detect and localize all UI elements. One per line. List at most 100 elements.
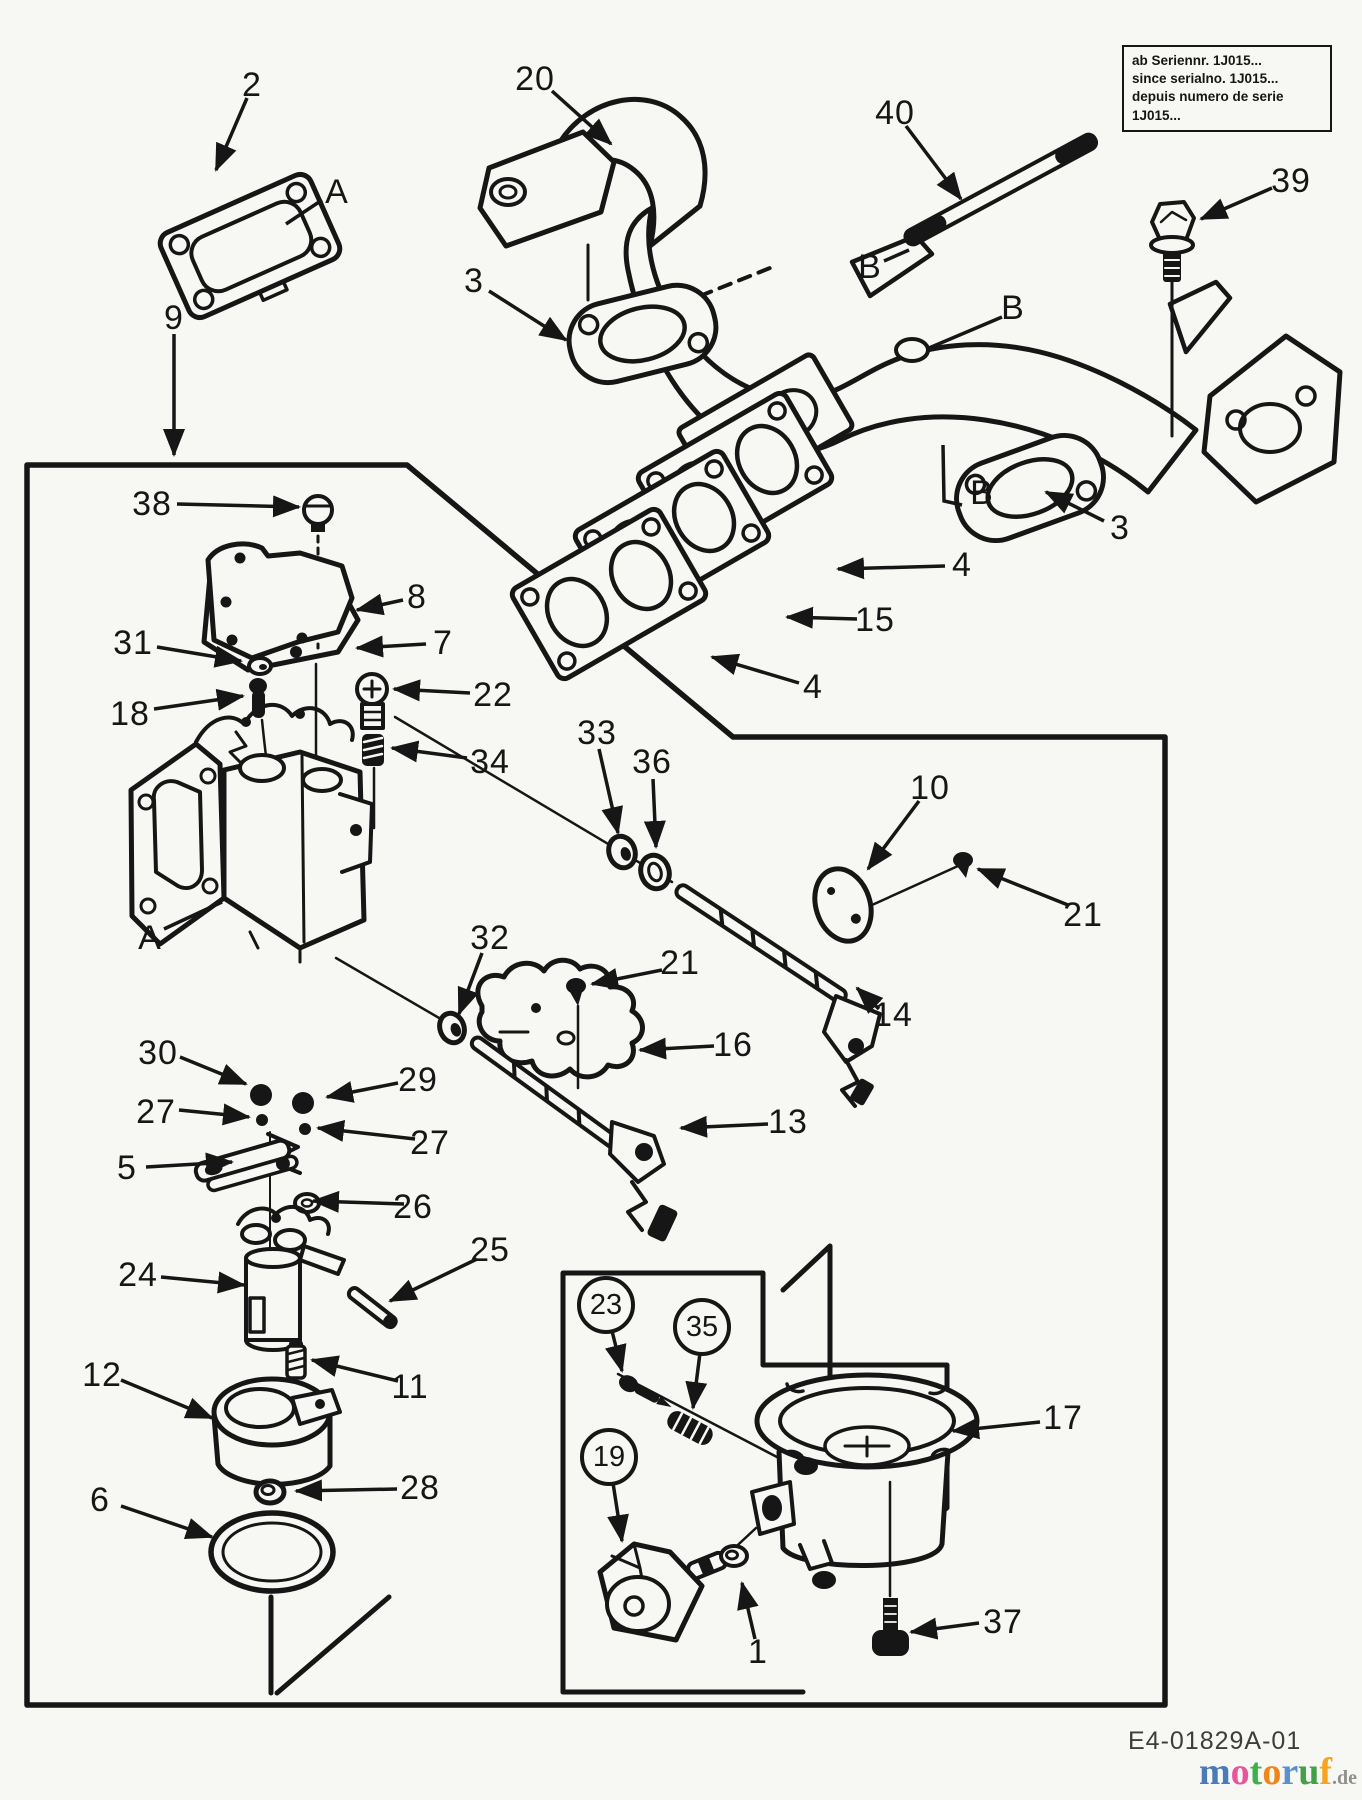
- oring-6-drawing: [208, 1510, 336, 1594]
- leader-line-1: [737, 1581, 759, 1640]
- callout-31: 31: [113, 624, 153, 662]
- throttle-plate-10-drawing: [812, 866, 874, 944]
- bolt-39-drawing: [1149, 200, 1196, 438]
- leader-line-15: [785, 606, 858, 629]
- leader-line-28: [294, 1479, 398, 1502]
- motoruf-logo-letters: motoruf: [1199, 1751, 1332, 1793]
- solenoid-19-drawing: [597, 1541, 728, 1643]
- leader-line-34: [390, 740, 468, 763]
- callout-30: 30: [138, 1034, 178, 1072]
- leader-line-21: [976, 867, 1069, 907]
- leader-line-3: [1044, 490, 1105, 523]
- callout-24: 24: [118, 1256, 158, 1294]
- leader-line-3: [488, 289, 568, 342]
- leader-line-40: [904, 124, 963, 201]
- leader-line-37: [909, 1617, 980, 1640]
- callout-20: 20: [515, 60, 555, 98]
- float-bowl-17-drawing: [724, 1372, 980, 1598]
- callout-B: B: [970, 474, 994, 512]
- leader-line-6: [120, 1504, 214, 1540]
- callout-8: 8: [407, 578, 427, 616]
- seal-33-drawing: [606, 833, 638, 871]
- leader-line-20: [550, 89, 613, 146]
- leader-line-36: [643, 778, 666, 849]
- logo-letter: r: [1281, 1751, 1299, 1793]
- leader-line-29: [325, 1081, 399, 1103]
- callout-6: 6: [90, 1481, 110, 1519]
- pointer-flag-top: [780, 1243, 833, 1433]
- callout-38: 38: [132, 485, 172, 523]
- stud-40-drawing: [903, 132, 1099, 247]
- callout-27: 27: [136, 1093, 176, 1131]
- callout-3: 3: [1110, 509, 1130, 547]
- leader-line-35: [685, 1352, 708, 1410]
- callout-25: 25: [470, 1231, 510, 1269]
- leader-line-B: [883, 248, 910, 263]
- leader-line-12: [120, 1378, 214, 1420]
- spring-35-drawing: [667, 1411, 713, 1445]
- callout-10: 10: [910, 769, 950, 807]
- leader-line-18: [153, 688, 245, 711]
- logo-letter: m: [1199, 1751, 1231, 1793]
- callout-A: A: [325, 173, 349, 211]
- callout-14: 14: [873, 996, 913, 1034]
- spring-34-drawing: [362, 734, 384, 830]
- leader-line-A: [163, 900, 223, 931]
- washer-27-left-drawing: [256, 1114, 268, 1126]
- leader-line-10: [866, 799, 921, 871]
- callout-35: 35: [673, 1298, 731, 1356]
- callout-27: 27: [410, 1124, 450, 1162]
- callout-18: 18: [110, 695, 150, 733]
- screw-21-right-drawing: [870, 852, 973, 907]
- leader-line-19: [607, 1482, 629, 1543]
- note-line-fr: depuis numero de serie 1J015...: [1132, 89, 1284, 123]
- leader-line-23: [605, 1330, 627, 1373]
- leader-line-16: [638, 1037, 715, 1060]
- leader-line-39: [1199, 186, 1273, 221]
- leader-line-B: [928, 315, 1003, 350]
- logo-letter: t: [1249, 1751, 1263, 1793]
- callout-4: 4: [803, 668, 823, 706]
- callout-21: 21: [660, 944, 700, 982]
- callout-28: 28: [400, 1469, 440, 1507]
- logo-letter: o: [1230, 1751, 1250, 1793]
- logo-letter: u: [1298, 1751, 1320, 1793]
- screw-22-drawing: [355, 672, 389, 730]
- callout-22: 22: [473, 676, 513, 714]
- callout-B: B: [858, 248, 882, 286]
- callout-36: 36: [632, 743, 672, 781]
- gasket-2-drawing: [157, 171, 343, 321]
- callout-13: 13: [768, 1103, 808, 1141]
- callout-12: 12: [82, 1356, 122, 1394]
- main-assembly-box: [24, 462, 1168, 1708]
- callout-3: 3: [464, 262, 484, 300]
- leader-line-7: [355, 635, 427, 658]
- callout-11: 11: [391, 1368, 429, 1406]
- callout-7: 7: [433, 624, 453, 662]
- leader-line-4: [710, 653, 800, 685]
- choke-shaft-13-drawing: [469, 1035, 678, 1242]
- motoruf-logo-suffix: .de: [1331, 1767, 1357, 1789]
- detail-inset-box: [560, 1270, 950, 1695]
- screw-21-mid-drawing: [566, 978, 586, 1090]
- diagram-part-number: E4-01829A-01: [1128, 1727, 1302, 1755]
- callout-37: 37: [983, 1603, 1023, 1641]
- bracket-8-drawing: [205, 541, 355, 661]
- pointer-flag-bottom: [268, 1594, 392, 1696]
- needle-seat-24-drawing: [236, 1204, 346, 1352]
- ring-28-drawing: [253, 1478, 287, 1506]
- callout-4: 4: [952, 546, 972, 584]
- serial-number-note-box: ab Seriennr. 1J015... since serialno. 1J…: [1122, 45, 1332, 132]
- washer-27-right-drawing: [299, 1123, 311, 1135]
- leader-line-24: [160, 1271, 246, 1294]
- nut-30-drawing: [250, 1084, 272, 1106]
- gasket-3-left-drawing: [566, 282, 719, 386]
- float-12-drawing: [211, 1376, 342, 1487]
- logo-letter: o: [1262, 1751, 1282, 1793]
- callout-B: B: [1001, 289, 1025, 327]
- callout-1: 1: [748, 1633, 768, 1671]
- gasket-3-right-drawing: [954, 432, 1106, 544]
- callout-21: 21: [1063, 896, 1103, 934]
